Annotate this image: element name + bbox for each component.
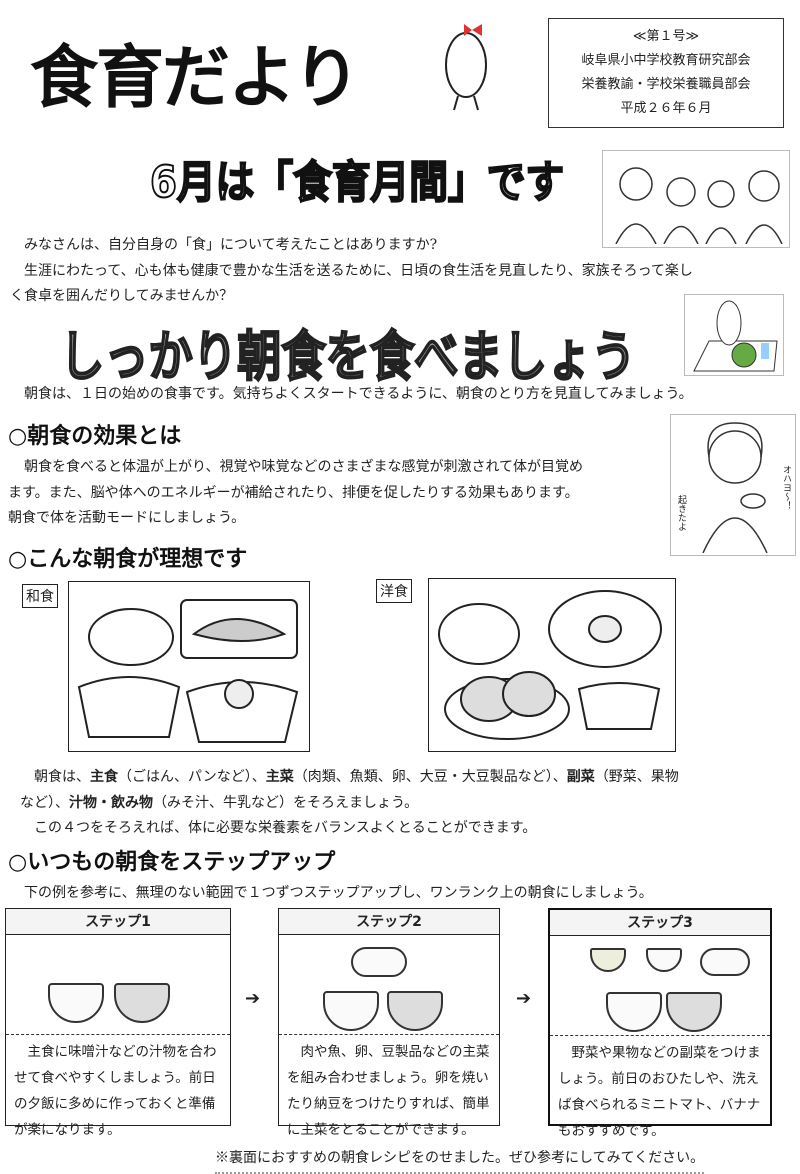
step-2-text: 肉や魚、卵、豆製品などの主菜を組み合わせましょう。卵を焼いたり納豆をつけたりすれ… <box>287 1044 490 1138</box>
arrow-icon: ➔ <box>516 988 532 1009</box>
arrow-icon: ➔ <box>245 988 261 1009</box>
step-3-box: ステップ3 野菜や果物などの副菜をつけましょう。前日のおひたしや、洗えば食べられ… <box>548 908 772 1139</box>
breakfast-lead: 朝食は、１日の始めの食事です。気持ちよくスタートできるように、朝食のとり方を見直… <box>24 386 693 402</box>
balance-line-2: など）、汁物・飲み物（みそ汁、牛乳など）をそろえましょう。 <box>20 791 790 817</box>
headline-food-month: 6月は「食育月間」です <box>149 156 565 209</box>
speech-bubble-good-morning: オハヨ〜！ <box>781 465 791 510</box>
keyword-staple: 主食 <box>90 769 118 785</box>
text: 朝食は、 <box>34 769 90 785</box>
text: （野菜、果物 <box>594 769 679 785</box>
label-japanese-breakfast: 和食 <box>22 584 58 608</box>
intro-line-2: 生涯にわたって、心も体も健康で豊かな生活を送るために、日頃の食生活を見直したり、… <box>24 262 693 279</box>
balance-line-3: この４つをそろえれば、体に必要な栄養素をバランスよくとることができます。 <box>34 820 537 836</box>
effects-line-1: 朝食を食べると体温が上がり、視覚や味覚などのさまざまな感覚が刺激されて体が目覚め <box>24 459 584 475</box>
step-3-illustration <box>550 936 770 1036</box>
balance-line-1: 朝食は、主食（ごはん、パンなど）、主菜（肉類、魚類、卵、大豆・大豆製品など）、副… <box>20 765 790 791</box>
footnote-recipe: ※裏面におすすめの朝食レシピをのせました。ぜひ参考にしてみてください。 <box>215 1146 705 1174</box>
family-eating-illustration <box>602 150 790 248</box>
step-2-title: ステップ2 <box>279 909 499 935</box>
issue-info-box: ≪第１号≫ 岐阜県小中学校教育研究部会 栄養教諭・学校栄養職員部会 平成２６年６… <box>548 18 784 128</box>
text: （ごはん、パンなど）、 <box>118 769 266 785</box>
intro-line-3: く食卓を囲んだりしてみませんか？ <box>10 288 234 304</box>
issue-number: ≪第１号≫ <box>632 29 700 44</box>
western-breakfast-illustration <box>428 578 676 752</box>
step-up-lead: 下の例を参考に、無理のない範囲で１つずつステップアップし、ワンランク上の朝食にし… <box>24 885 653 901</box>
headline-eat-breakfast: しっかり朝食を食べましょう <box>59 312 636 391</box>
step-1-illustration <box>6 935 230 1035</box>
issue-date: 平成２６年６月 <box>620 101 712 116</box>
keyword-soup-drink: 汁物・飲み物 <box>69 794 153 811</box>
organization: 岐阜県小中学校教育研究部会 <box>581 53 751 68</box>
step-1-title: ステップ1 <box>6 909 230 935</box>
section-heading-ideal: ○こんな朝食が理想です <box>8 547 248 572</box>
step-1-text: 主食に味噌汁などの汁物を合わせて食べやすくしましょう。前日の夕飯に多めに作ってお… <box>14 1044 217 1138</box>
mascot-illustration <box>432 20 500 112</box>
text: など）、 <box>20 794 69 811</box>
mascot-breakfast-illustration <box>684 294 784 376</box>
newsletter-title: 食育だより <box>30 39 361 118</box>
step-1-box: ステップ1 主食に味噌汁などの汁物を合わせて食べやすくしましょう。前日の夕飯に多… <box>5 908 231 1138</box>
girl-eating-illustration: オハヨ〜！ 起きたよ <box>670 414 796 556</box>
section-heading-step-up: ○いつもの朝食をステップアップ <box>8 850 336 875</box>
effects-line-2: ます。また、脳や体へのエネルギーが補給されたり、排便を促したりする効果もあります… <box>8 484 579 501</box>
step-2-illustration <box>279 935 499 1035</box>
effects-line-3: 朝食で体を活動モードにしましょう。 <box>8 510 246 526</box>
step-3-title: ステップ3 <box>550 910 770 936</box>
japanese-breakfast-illustration <box>68 581 310 752</box>
speech-bubble-awake: 起きたよ <box>676 495 686 531</box>
text: （みそ汁、牛乳など）をそろえましょう。 <box>153 794 419 811</box>
step-2-box: ステップ2 肉や魚、卵、豆製品などの主菜を組み合わせましょう。卵を焼いたり納豆を… <box>278 908 500 1138</box>
keyword-side-dish: 副菜 <box>566 769 595 785</box>
keyword-main-dish: 主菜 <box>265 769 294 785</box>
intro-line-1: みなさんは、自分自身の「食」について考えたことはありますか? <box>24 237 438 253</box>
label-western-breakfast: 洋食 <box>376 579 412 603</box>
text: （肉類、魚類、卵、大豆・大豆製品など）、 <box>293 769 567 785</box>
step-3-text: 野菜や果物などの副菜をつけましょう。前日のおひたしや、洗えば食べられるミニトマト… <box>558 1045 761 1139</box>
section-heading-effects: ○朝食の効果とは <box>8 424 182 449</box>
sub-organization: 栄養教諭・学校栄養職員部会 <box>581 77 751 92</box>
